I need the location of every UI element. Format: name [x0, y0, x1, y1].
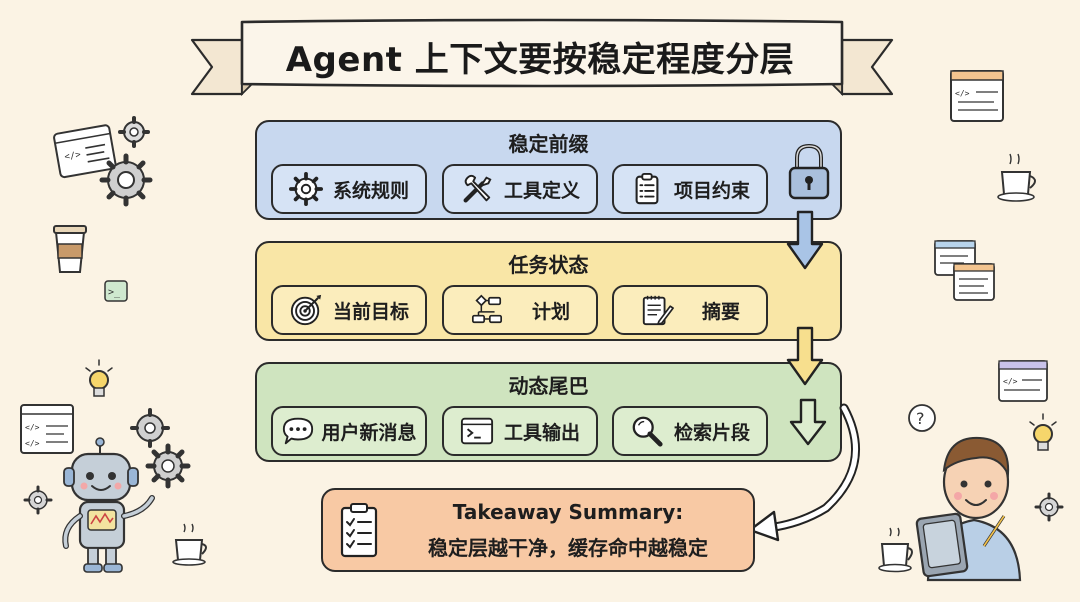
layer-task-state: 任务状态 当前目标 计划 摘要	[255, 241, 842, 341]
arrow-down-icon	[786, 210, 824, 270]
coffee-cup-icon	[53, 225, 87, 273]
item-label: 当前目标	[332, 300, 409, 323]
coffee-mug-icon	[997, 153, 1036, 202]
code-window-icon: </>	[950, 70, 1004, 122]
title-banner	[190, 18, 894, 97]
summary-title: Takeaway Summary:	[452, 500, 684, 524]
lightbulb-icon	[85, 359, 113, 397]
curved-arrow-icon	[748, 403, 861, 542]
flowchart-icon	[471, 294, 503, 324]
question-bubble-icon: ?	[908, 404, 936, 432]
gear-icon	[1034, 492, 1064, 522]
svg-text:>_: >_	[108, 287, 121, 298]
item-current-goal: 当前目标	[271, 285, 427, 335]
gear-icon	[23, 485, 53, 515]
item-retrieved-snippets: 检索片段	[612, 406, 768, 456]
coffee-mug-icon	[878, 527, 913, 573]
item-tool-definitions: 工具定义	[442, 164, 598, 214]
clipboard-icon	[635, 172, 659, 205]
checklist-icon	[340, 503, 378, 558]
item-label: 工具定义	[503, 179, 580, 202]
item-label: 检索片段	[673, 421, 750, 444]
summary-text: 稳定层越干净，缓存命中越稳定	[428, 536, 708, 560]
gear-icon	[99, 153, 153, 207]
arrow-down-icon	[786, 326, 824, 386]
item-label: 摘要	[701, 300, 740, 323]
arrow-down-icon	[789, 398, 827, 446]
svg-text:</>: </>	[25, 423, 40, 432]
coffee-mug-icon	[172, 523, 207, 566]
chat-bubble-icon	[283, 417, 314, 445]
tools-icon	[463, 174, 492, 203]
layer-title: 任务状态	[508, 253, 589, 277]
item-label: 项目约束	[673, 179, 750, 202]
item-label: 工具输出	[503, 421, 580, 444]
target-icon	[290, 294, 322, 326]
svg-text:</>: </>	[1003, 377, 1018, 386]
takeaway-summary: Takeaway Summary: 稳定层越干净，缓存命中越稳定	[321, 488, 755, 572]
notepad-icon	[642, 295, 674, 326]
layer-stable-prefix: 稳定前缀 系统规则 工具定义 项目约束	[255, 120, 842, 220]
item-summary: 摘要	[612, 285, 768, 335]
person-with-tablet-icon	[915, 436, 1022, 582]
layer-title: 动态尾巴	[508, 374, 589, 398]
terminal-icon	[460, 417, 494, 445]
item-project-constraints: 项目约束	[612, 164, 768, 214]
gear-icon	[288, 172, 323, 206]
robot-icon	[62, 437, 155, 573]
item-new-user-message: 用户新消息	[271, 406, 427, 456]
svg-text:</>: </>	[25, 439, 40, 448]
gear-icon	[145, 443, 191, 489]
code-window-icon: </> </>	[20, 404, 74, 454]
item-label: 系统规则	[332, 179, 409, 202]
code-window-icon: </>	[998, 360, 1048, 402]
lock-icon	[788, 143, 830, 200]
code-window-icon	[934, 240, 995, 301]
gear-icon	[118, 116, 150, 148]
layer-title: 稳定前缀	[508, 132, 589, 156]
terminal-icon: >_	[104, 280, 128, 302]
item-label: 用户新消息	[321, 421, 417, 444]
gear-icon	[130, 408, 170, 448]
page-title: Agent 上下文要按稳定程度分层	[285, 39, 795, 80]
lightbulb-icon	[1029, 413, 1057, 451]
item-system-rules: 系统规则	[271, 164, 427, 214]
item-label: 计划	[531, 300, 570, 323]
layer-dynamic-tail: 动态尾巴 用户新消息 工具输出 检索片段	[255, 362, 842, 462]
magnifier-icon	[632, 416, 663, 447]
code-window-icon: </>	[53, 124, 117, 179]
item-tool-output: 工具输出	[442, 406, 598, 456]
svg-text:</>: </>	[64, 150, 82, 163]
svg-text:</>: </>	[955, 89, 970, 98]
item-plan: 计划	[442, 285, 598, 335]
svg-text:?: ?	[916, 409, 925, 428]
